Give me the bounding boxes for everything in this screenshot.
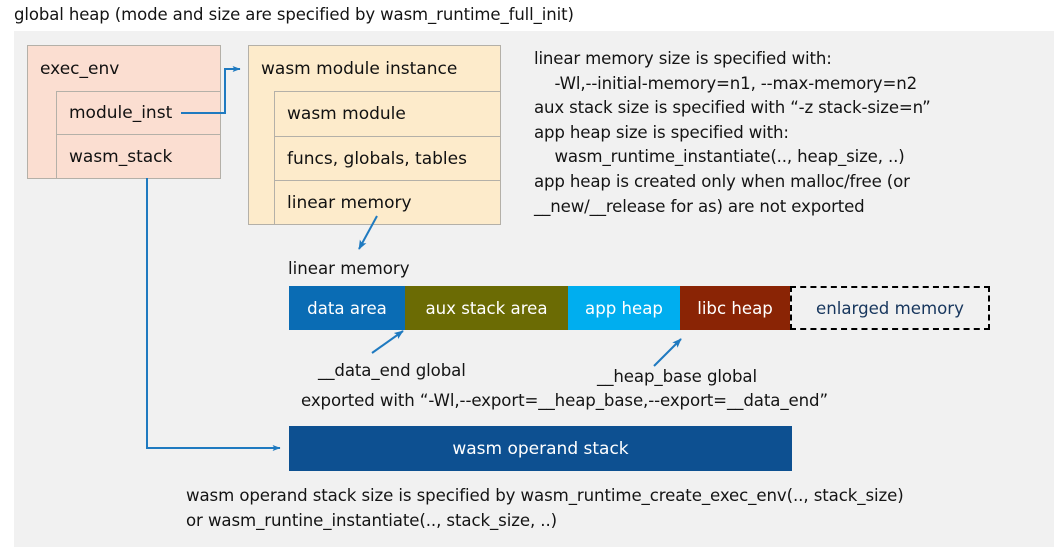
module-instance-row-wasm-module: wasm module <box>274 91 500 136</box>
exec-env-row-wasm-stack: wasm_stack <box>56 134 220 178</box>
module-instance-header-label: wasm module instance <box>261 58 458 79</box>
module-instance-row-linear-memory-label: linear memory <box>287 192 412 213</box>
data-end-annotation: __data_end global <box>318 361 466 380</box>
module-instance-header: wasm module instance <box>249 46 500 91</box>
module-instance-row-funcs-globals-tables-label: funcs, globals, tables <box>287 148 467 169</box>
memory-config-notes: linear memory size is specified with: -W… <box>534 49 931 216</box>
memory-segment-libc-heap-label: libc heap <box>697 298 773 318</box>
memory-segment-libc-heap: libc heap <box>680 286 790 330</box>
module-instance-row-wasm-module-label: wasm module <box>287 104 406 124</box>
heap-base-annotation: __heap_base global <box>597 367 757 386</box>
memory-segment-data-area-label: data area <box>307 298 387 318</box>
memory-segment-data-area: data area <box>289 286 405 330</box>
exec-env-row-wasm-stack-label: wasm_stack <box>69 146 173 167</box>
memory-segment-app-heap-label: app heap <box>585 298 663 318</box>
linear-memory-bar: data area aux stack area app heap libc h… <box>289 286 990 330</box>
exec-env-row-module-inst: module_inst <box>56 91 220 134</box>
memory-segment-enlarged-memory: enlarged memory <box>790 286 990 330</box>
memory-segment-aux-stack-area-label: aux stack area <box>425 298 548 318</box>
wasm-operand-stack-box: wasm operand stack <box>289 426 792 471</box>
exec-env-header-label: exec_env <box>40 58 120 79</box>
memory-segment-app-heap: app heap <box>568 286 680 330</box>
memory-segment-aux-stack-area: aux stack area <box>405 286 568 330</box>
exported-with-annotation: exported with “-Wl,--export=__heap_base,… <box>301 391 828 410</box>
operand-stack-note: wasm operand stack size is specified by … <box>186 486 904 530</box>
module-instance-row-linear-memory: linear memory <box>274 180 500 224</box>
memory-segment-enlarged-memory-label: enlarged memory <box>816 298 964 318</box>
exec-env-row-module-inst-label: module_inst <box>69 103 173 123</box>
wasm-operand-stack-label: wasm operand stack <box>452 438 629 459</box>
exec-env-header: exec_env <box>28 46 220 91</box>
module-instance-row-funcs-globals-tables: funcs, globals, tables <box>274 136 500 180</box>
linear-memory-label: linear memory <box>288 259 410 278</box>
page-title: global heap (mode and size are specified… <box>14 5 574 24</box>
